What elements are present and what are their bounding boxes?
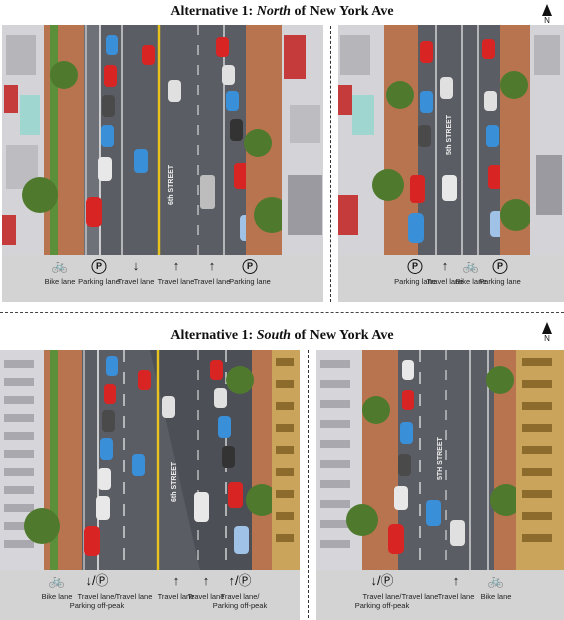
lane-label: Bike lane — [44, 277, 76, 286]
lane-label: Travel lane — [426, 277, 464, 286]
lane-label: Travel lane — [187, 592, 225, 601]
up-arrow-icon: ↑ — [172, 573, 180, 588]
lane-label: Travel lane/ Parking off-peak — [69, 592, 125, 610]
parking-icon: P — [242, 259, 258, 274]
lane-label: Travel lane/ Parking off-peak — [354, 592, 410, 610]
lane-label: Travel lane — [437, 592, 475, 601]
lane-label: Bike lane — [455, 277, 487, 286]
lane-label: Travel lane/ Parking off-peak — [212, 592, 268, 610]
north-panel-divider — [330, 26, 331, 302]
north-5th-street-lane-legend: P Parking lane ↑ Travel lane 🚲 Bike lane P Park… — [338, 255, 564, 302]
south-6th-street-svg: 6th STREET — [0, 350, 300, 570]
parking-icon: P — [492, 259, 508, 274]
north-6th-street-name: 6th STREET — [168, 164, 175, 205]
lane-label: Travel lane — [157, 592, 195, 601]
lane-label: Travel lane — [157, 277, 195, 286]
south-5th-street-svg: 5TH STREET — [316, 350, 564, 570]
south-5th-street-illustration: 5TH STREET — [316, 350, 564, 570]
north-5th-street-svg: 5th STREET — [338, 25, 564, 255]
lane-label: Travel lane — [117, 277, 155, 286]
north-6th-street-svg: 6th STREET — [2, 25, 323, 255]
lane-label: Travel lane — [193, 277, 231, 286]
up-arrow-icon: ↑ — [441, 258, 449, 273]
down-arrow-parking-icon: ↓/Ⓟ — [85, 573, 109, 588]
bicycle-icon: 🚲 — [462, 258, 480, 273]
down-arrow-icon: ↓ — [132, 258, 140, 273]
lane-label: Travel lane — [115, 592, 153, 601]
lane-label: Parking lane — [479, 277, 521, 286]
south-panel-divider — [308, 350, 309, 618]
up-arrow-icon: ↑ — [208, 258, 216, 273]
parking-icon: P — [91, 259, 107, 274]
south-6th-street-name: 6th STREET — [171, 461, 178, 502]
bicycle-icon: 🚲 — [51, 258, 69, 273]
south-5th-street-name: 5TH STREET — [437, 436, 444, 480]
lane-label: Parking lane — [78, 277, 120, 286]
parking-icon: P — [407, 259, 423, 274]
north-6th-street-lane-legend: 🚲 Bike lane P Parking lane ↓ Travel lane ↑ Trav… — [2, 255, 323, 302]
north-5th-street-name: 5th STREET — [446, 114, 453, 155]
south-section-title: Alternative 1: South of New York Ave — [170, 328, 394, 343]
south-6th-street-illustration: 6th STREET — [0, 350, 300, 570]
bicycle-icon: 🚲 — [48, 573, 66, 588]
up-arrow-icon: ↑ — [202, 573, 210, 588]
bicycle-icon: 🚲 — [487, 573, 505, 588]
up-arrow-parking-icon: ↑/Ⓟ — [228, 573, 252, 588]
lane-label: Bike lane — [41, 592, 73, 601]
north-section-title: Alternative 1: North of New York Ave — [170, 4, 394, 19]
south-section: Alternative 1: South of New York Ave N — [0, 314, 564, 620]
section-divider — [0, 312, 564, 313]
north-arrow-icon: N — [538, 4, 556, 25]
north-6th-street-illustration: 6th STREET — [2, 25, 323, 255]
up-arrow-icon: ↑ — [172, 258, 180, 273]
north-arrow-icon: N — [538, 322, 556, 343]
lane-label: Parking lane — [229, 277, 271, 286]
north-section: Alternative 1: North of New York Ave N — [2, 4, 564, 302]
lane-label: Parking lane — [394, 277, 436, 286]
down-arrow-parking-icon: ↓/Ⓟ — [370, 573, 394, 588]
up-arrow-icon: ↑ — [452, 573, 460, 588]
south-6th-street-lane-legend: 🚲 Bike lane ↓/Ⓟ Travel lane/ Parking off-pe… — [0, 570, 300, 620]
north-5th-street-illustration: 5th STREET — [338, 25, 564, 255]
lane-label: Travel lane — [401, 592, 439, 601]
lane-label: Bike lane — [480, 592, 512, 601]
